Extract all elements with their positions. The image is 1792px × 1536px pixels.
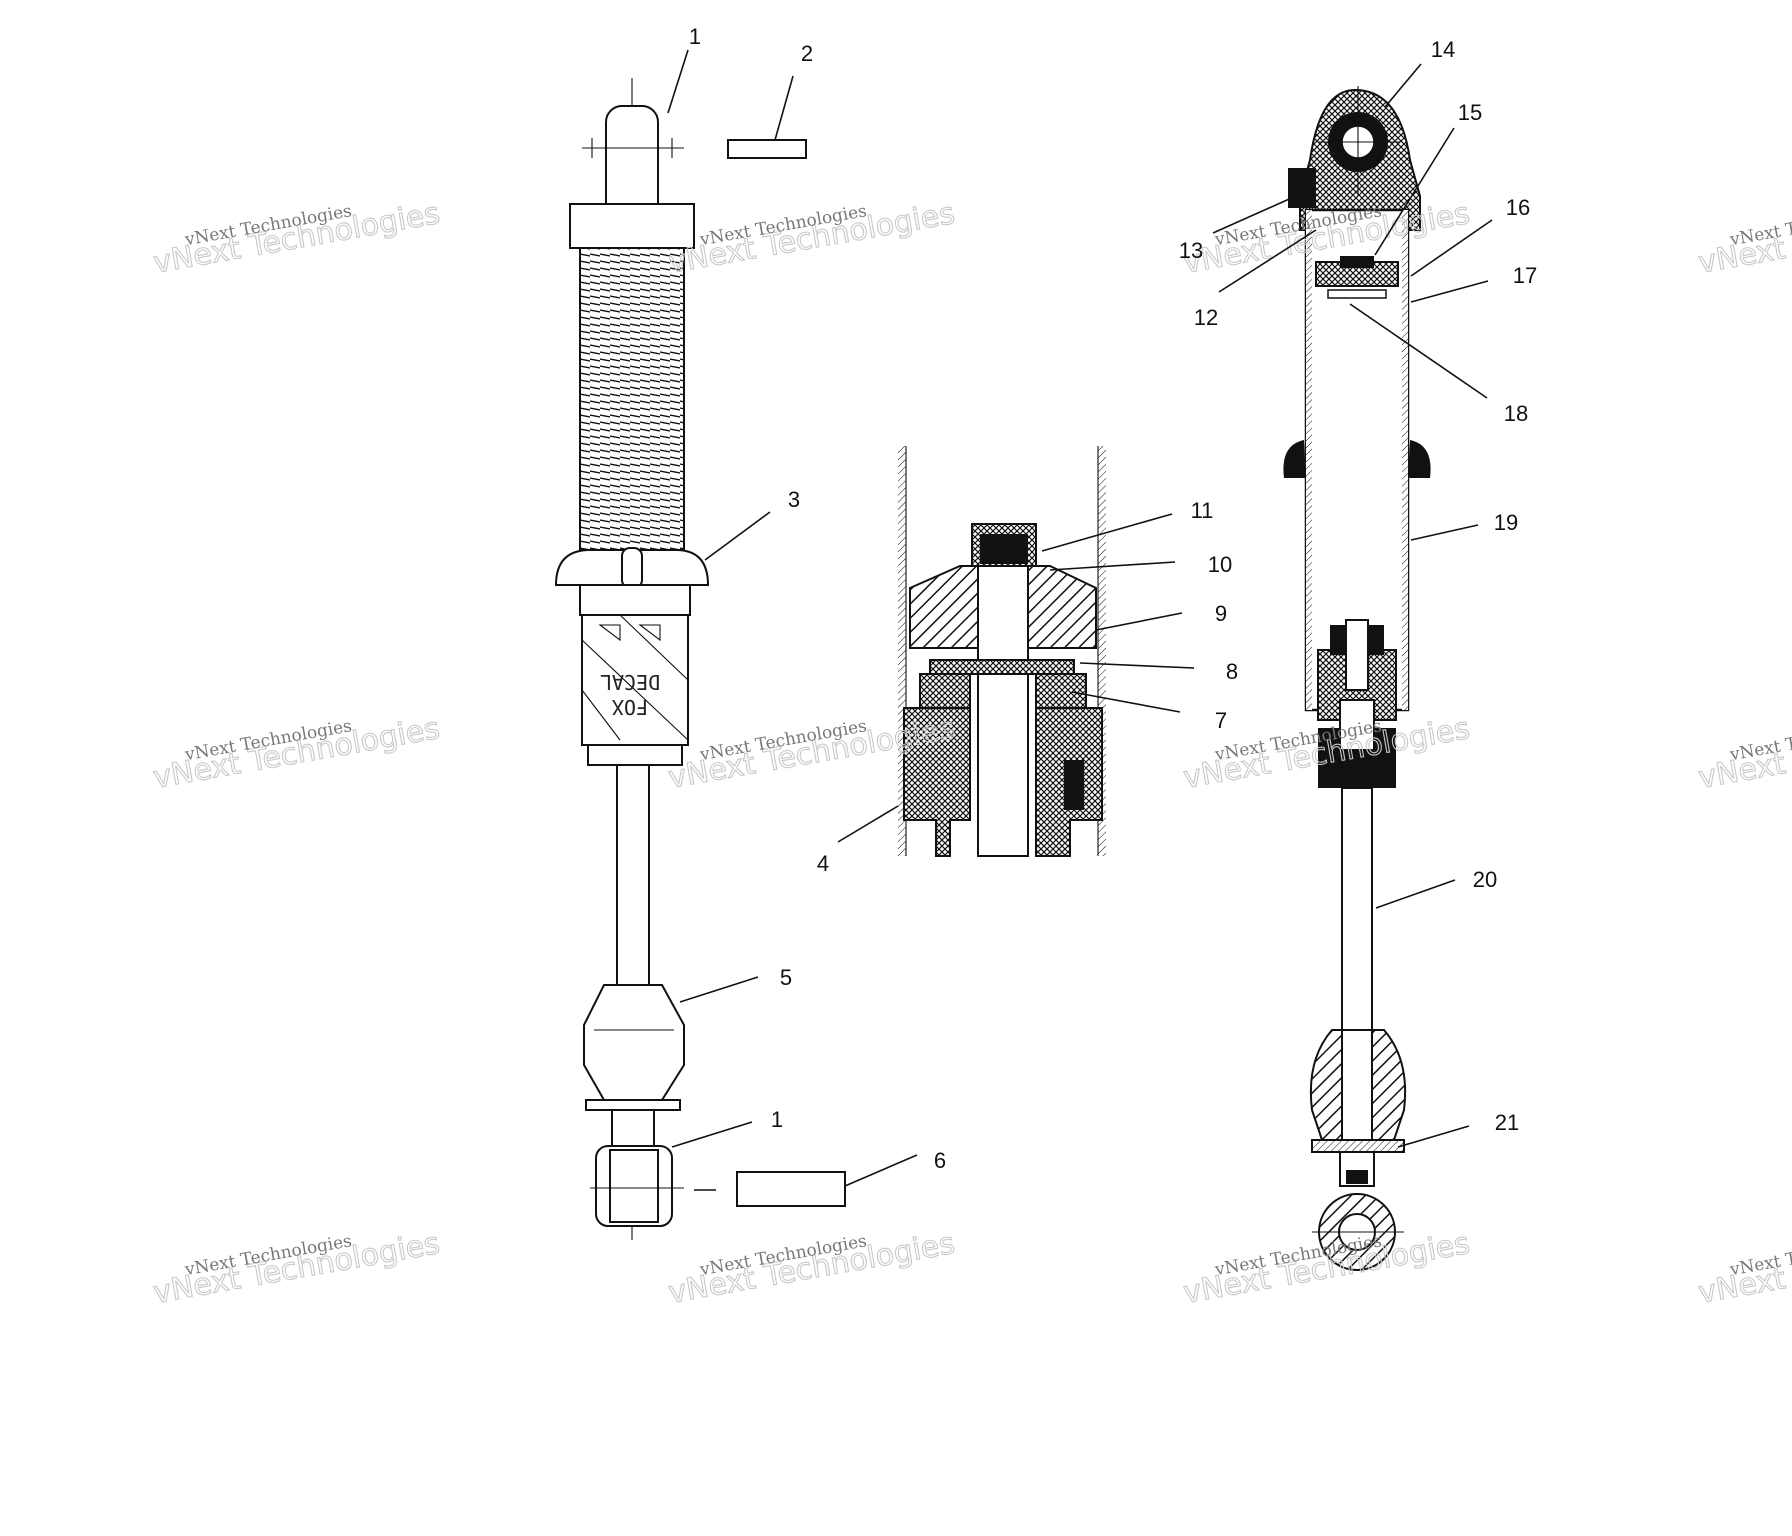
leader-line — [1071, 691, 1181, 713]
callout-number: 1 — [689, 24, 701, 49]
callout-number: 9 — [1215, 601, 1227, 626]
piston-section-detail — [898, 446, 1106, 857]
callout-2: 2 — [774, 41, 813, 141]
callout-21: 21 — [1397, 1110, 1519, 1148]
callout-number: 6 — [934, 1148, 946, 1173]
leader-line — [1218, 229, 1317, 293]
leader-line — [1041, 513, 1173, 552]
callout-6: 6 — [844, 1148, 946, 1187]
leader-line — [1374, 127, 1455, 256]
part-2-spacer — [727, 139, 807, 159]
callout-13: 13 — [1179, 195, 1297, 263]
callout-number: 4 — [817, 851, 829, 876]
callout-16: 16 — [1410, 195, 1530, 277]
callout-number: 5 — [780, 965, 792, 990]
leader-line — [1410, 219, 1493, 277]
decal-label-line2: DECAL — [600, 670, 660, 694]
callout-number: 12 — [1194, 305, 1218, 330]
callout-5: 5 — [679, 965, 792, 1003]
callout-number: 21 — [1495, 1110, 1519, 1135]
callout-19: 19 — [1410, 510, 1518, 541]
leader-line — [774, 75, 794, 141]
leader-line — [1349, 303, 1488, 399]
callout-number: 17 — [1513, 263, 1537, 288]
callout-number: 13 — [1179, 238, 1203, 263]
callout-12: 12 — [1194, 229, 1317, 330]
leader-line — [1375, 879, 1456, 909]
leader-line — [1384, 63, 1422, 108]
leader-line — [671, 1121, 753, 1148]
leader-line — [1049, 561, 1176, 571]
leader-line — [1212, 195, 1297, 234]
leader-line — [1095, 612, 1183, 631]
callout-15: 15 — [1374, 100, 1482, 256]
leader-line — [1410, 280, 1489, 303]
callout-18: 18 — [1349, 303, 1528, 426]
part-6-spacer — [736, 1171, 846, 1207]
callout-8: 8 — [1079, 659, 1238, 684]
decal-label-line1: FOX — [612, 695, 648, 719]
callout-9: 9 — [1095, 601, 1227, 631]
callout-number: 2 — [801, 41, 813, 66]
callout-number: 16 — [1506, 195, 1530, 220]
callout-number: 7 — [1215, 708, 1227, 733]
callout-17: 17 — [1410, 263, 1537, 303]
callout-3: 3 — [704, 487, 800, 561]
leader-line — [1079, 662, 1195, 669]
leader-line — [679, 976, 759, 1003]
leader-line — [1397, 1125, 1470, 1148]
callout-20: 20 — [1375, 867, 1497, 909]
callout-11: 11 — [1041, 498, 1214, 552]
leader-line — [837, 805, 899, 843]
leader-line — [667, 49, 689, 114]
callout-number: 8 — [1226, 659, 1238, 684]
callout-number: 1 — [771, 1107, 783, 1132]
callout-number: 14 — [1431, 37, 1455, 62]
callout-number: 19 — [1494, 510, 1518, 535]
shock-section-right — [1283, 86, 1431, 1271]
callout-number: 18 — [1504, 401, 1528, 426]
callout-number: 11 — [1191, 498, 1214, 523]
callout-number: 10 — [1208, 552, 1232, 577]
callout-number: 3 — [788, 487, 800, 512]
callout-4: 4 — [817, 805, 899, 876]
callout-14: 14 — [1384, 37, 1455, 108]
callout-10: 10 — [1049, 552, 1232, 577]
shock-assembly-left: FOX DECAL — [554, 78, 846, 1240]
callout-7: 7 — [1071, 691, 1227, 733]
callout-number: 15 — [1458, 100, 1482, 125]
leader-line — [844, 1154, 918, 1187]
leader-line — [1410, 524, 1479, 541]
leader-line — [704, 511, 771, 561]
callout-1b: 1 — [671, 1107, 783, 1148]
callout-number: 20 — [1473, 867, 1497, 892]
callout-1: 1 — [667, 24, 701, 114]
